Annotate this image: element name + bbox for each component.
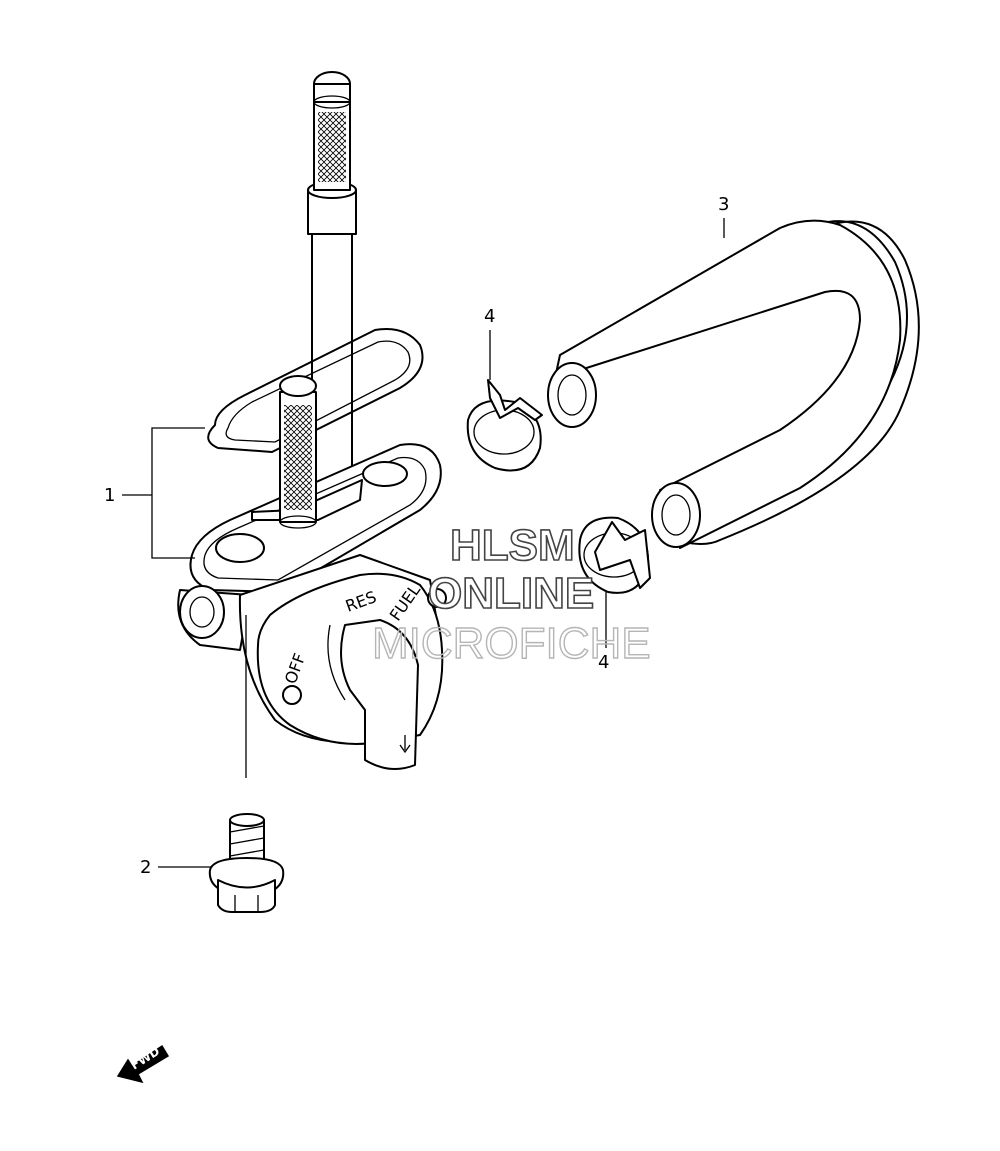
valve-lever bbox=[340, 619, 419, 770]
callout-2: 2 bbox=[140, 857, 151, 878]
callout-bracket-1 bbox=[122, 427, 205, 559]
watermark-line-3: MICROFICHE bbox=[372, 619, 651, 668]
callout-1: 1 bbox=[104, 485, 115, 506]
watermark-line-1: HLSM bbox=[450, 521, 575, 570]
outlet-spigot bbox=[177, 585, 251, 651]
callout-4-bottom: 4 bbox=[598, 652, 609, 673]
fuel-strainer-tube bbox=[307, 71, 357, 503]
watermark-line-2: ONLINE bbox=[428, 569, 594, 618]
short-strainer bbox=[279, 375, 317, 529]
hose-clamp-bottom bbox=[578, 516, 651, 594]
valve-body: RES FUEL OFF bbox=[238, 554, 447, 770]
callout-3: 3 bbox=[718, 194, 729, 215]
fuel-hose bbox=[547, 219, 920, 549]
mounting-bolt bbox=[208, 615, 285, 913]
forward-arrow-icon: FWD bbox=[116, 1044, 170, 1084]
hose-clamp-top bbox=[466, 379, 543, 472]
watermark: HLSM ONLINE MICROFICHE bbox=[371, 520, 651, 669]
o-ring-gasket bbox=[207, 328, 424, 453]
fuel-valve-assembly: RES FUEL OFF bbox=[177, 71, 447, 770]
callout-4-top: 4 bbox=[484, 306, 495, 327]
